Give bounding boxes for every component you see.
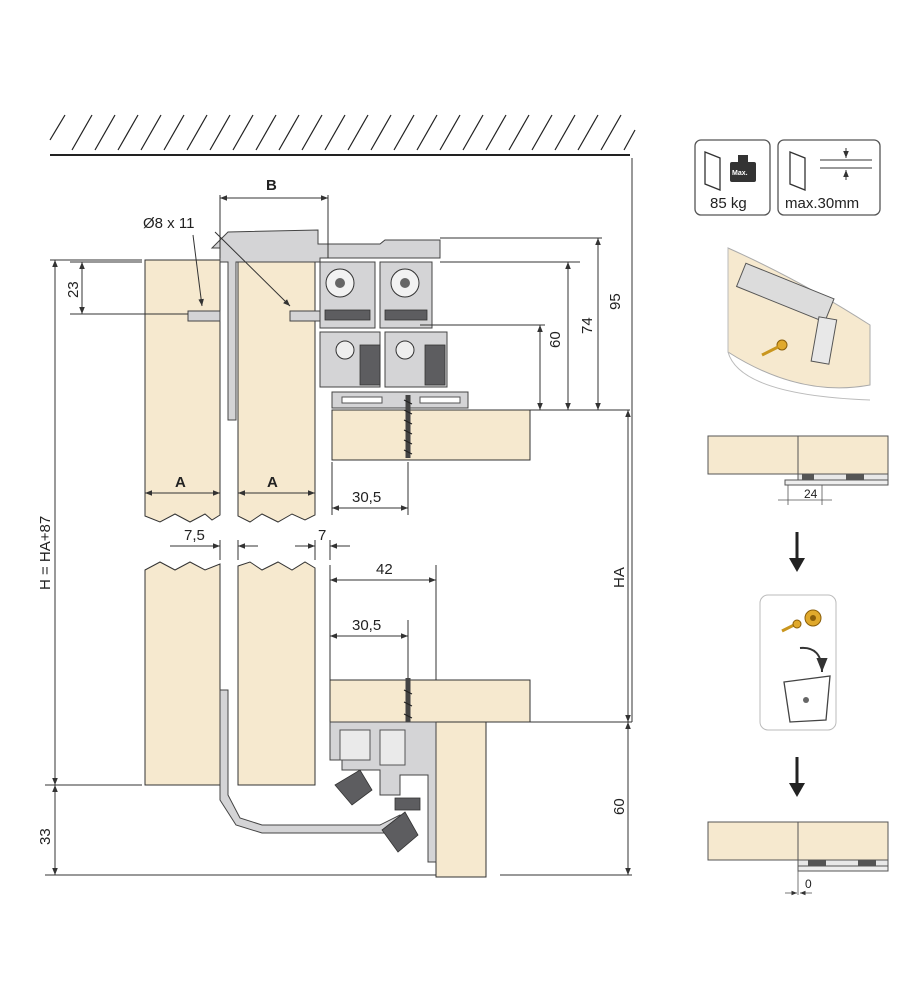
dim-60-bottom: 60 <box>611 798 628 815</box>
door-right-top <box>237 259 316 523</box>
dim-60-top: 60 <box>547 331 564 348</box>
bottom-rail-profile <box>329 721 437 863</box>
trash-bin-icon <box>783 675 831 723</box>
dim-74: 74 <box>579 317 596 334</box>
cabinet-side-panel <box>435 721 487 878</box>
dim-7-5: 7,5 <box>184 527 205 544</box>
arrow-down-icon <box>789 532 805 572</box>
dim-a-left: A <box>175 474 186 491</box>
dim-23: 23 <box>65 281 82 298</box>
door-icon <box>704 151 721 191</box>
dim-ha: HA <box>611 567 628 588</box>
dim-30-5-bottom: 30,5 <box>352 617 381 634</box>
load-spec-box: Max. 85 kg <box>694 139 771 216</box>
screw-top <box>403 395 413 458</box>
dim-95: 95 <box>607 293 624 310</box>
door-right-bottom <box>237 561 316 786</box>
door-left-top <box>144 259 221 523</box>
dim-42: 42 <box>376 561 393 578</box>
weight-icon: Max. <box>730 155 756 182</box>
carriage-mechanism <box>319 261 469 409</box>
svg-text:Max.: Max. <box>732 170 748 177</box>
dim-a-right: A <box>267 474 278 491</box>
ceiling <box>49 114 636 156</box>
gap-before: 24 <box>804 487 818 501</box>
step-remove-screw <box>759 594 837 731</box>
door-left-bottom <box>144 561 221 786</box>
arrow-down-icon-2 <box>789 757 805 797</box>
mounting-detail <box>727 247 871 401</box>
top-track-profile <box>210 229 441 421</box>
gap-after: 0 <box>805 877 812 891</box>
dim-h-formula: H = HA+87 <box>37 516 54 590</box>
door-thickness-icon <box>820 148 872 180</box>
dim-7: 7 <box>318 527 326 544</box>
step-after-diagram: 0 <box>707 821 889 896</box>
dim-33: 33 <box>37 828 54 845</box>
pin-left <box>187 310 221 322</box>
bottom-guide-bracket <box>219 689 406 834</box>
dim-30-5-top: 30,5 <box>352 489 381 506</box>
thickness-spec-box: max.30mm <box>777 139 881 216</box>
load-label: 85 kg <box>710 195 747 212</box>
cabinet-bottom-panel <box>329 679 531 723</box>
cabinet-top-panel <box>331 409 531 461</box>
pin-right <box>289 310 321 322</box>
dim-b: B <box>266 177 277 194</box>
screw-icon <box>781 609 822 633</box>
step-before-diagram: 24 <box>707 435 889 505</box>
thickness-label: max.30mm <box>785 195 859 212</box>
dim-hole: Ø8 x 11 <box>143 215 194 232</box>
